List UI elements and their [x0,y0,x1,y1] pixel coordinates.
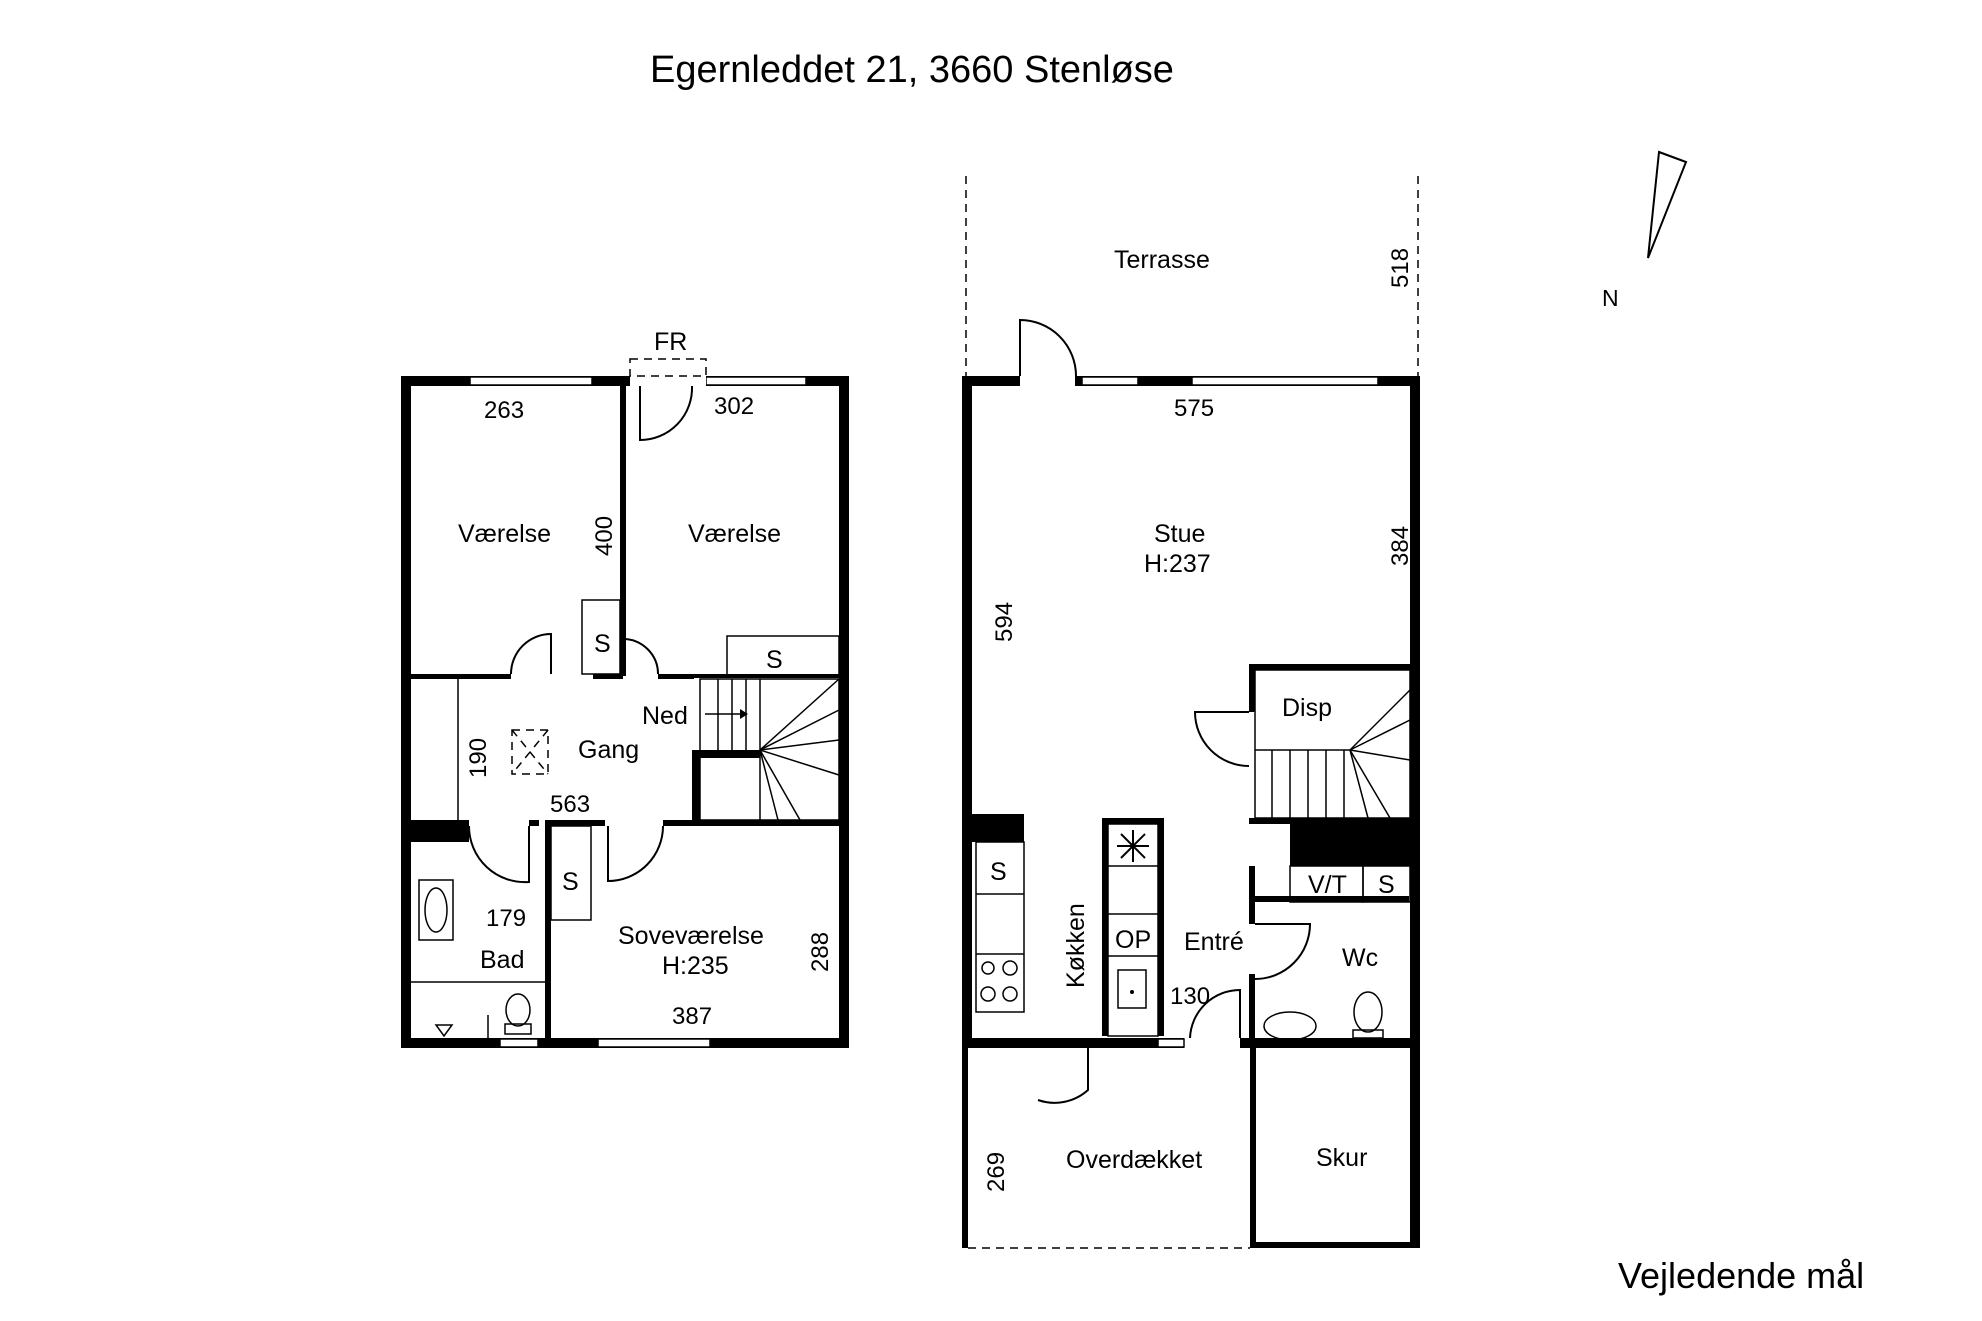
utility-label: V/T [1308,871,1347,899]
ground-floor [962,176,1420,1249]
counter [975,841,1025,1013]
dim-hall-length: 563 [550,791,590,818]
kitchen-label: Køkken [1062,903,1090,988]
door [607,825,664,883]
oven-label: OP [1115,926,1151,954]
living-label: Stue [1154,520,1205,548]
roof-hatch-label: FR [654,328,687,356]
bedroom-label: Soveværelse [618,922,764,950]
stairs-label: Ned [642,702,688,730]
staircase [717,678,840,821]
door [1037,1048,1089,1104]
closet-label-3: S [562,868,579,896]
plan-title: Egernleddet 21, 3660 Stenløse [650,49,1174,91]
door [1193,711,1250,767]
shower-icon [434,1024,454,1038]
shed-label: Skur [1316,1144,1367,1172]
window [499,1038,539,1048]
window [597,1038,711,1048]
bath-label: Bad [480,946,524,974]
door [622,638,659,675]
room-label-1: Værelse [458,520,551,548]
closet-label-1: S [594,630,611,658]
dim-bedroom-depth: 288 [807,932,834,972]
toilet-icon [1353,991,1383,1033]
roof-hatch [629,358,707,377]
washbasin-icon [1263,1011,1317,1041]
dim-bedroom-width: 387 [672,1003,712,1030]
dim-bath-length: 179 [486,905,526,932]
closet-label-2: S [766,646,783,674]
entry-label: Entré [1184,928,1244,956]
dim-room-1-width: 263 [484,397,524,424]
covered-label: Overdækket [1066,1146,1202,1174]
door [1189,988,1241,1039]
dim-room-2-width: 302 [714,393,754,420]
fan-icon [1117,830,1149,862]
compass-label: N [1602,285,1619,311]
upper-floor [401,358,849,1048]
dim-entry-width: 130 [1170,983,1210,1010]
door [1019,318,1077,377]
living-height: H:237 [1144,550,1211,578]
stove-icon [980,960,1018,1002]
dim-living-depth: 384 [1387,526,1414,566]
window [1191,376,1379,386]
dim-room-depth: 400 [591,516,618,556]
window [705,376,807,386]
dim-living-width: 575 [1174,395,1214,422]
hall-label: Gang [578,736,639,764]
closet [550,825,592,921]
room-label-2: Værelse [688,520,781,548]
dim-covered-depth: 269 [983,1152,1010,1192]
toilet-icon [505,993,531,1027]
bedroom-height: H:235 [662,952,729,980]
attic-hatch [511,729,549,775]
closet [1362,865,1411,903]
north-arrow-icon [1647,150,1688,259]
terrace-label: Terrasse [1114,246,1210,274]
window [1081,376,1139,386]
closet [581,599,621,675]
footer-note: Vejledende mål [1618,1255,1864,1296]
dim-hall-depth: 190 [465,738,492,778]
pantry-label: Disp [1282,694,1332,722]
door [1254,923,1312,980]
closet-kitchen-label: S [990,858,1007,886]
window [469,376,593,386]
staircase [1255,689,1411,819]
closet-wc-label: S [1378,871,1395,899]
dim-terrace-depth: 518 [1387,248,1414,288]
wc-label: Wc [1342,944,1378,972]
bathtub [418,879,454,941]
door [467,825,530,884]
door [510,632,552,675]
sink-icon [1117,969,1147,1009]
dim-house-depth: 594 [991,602,1018,642]
door [639,385,694,442]
